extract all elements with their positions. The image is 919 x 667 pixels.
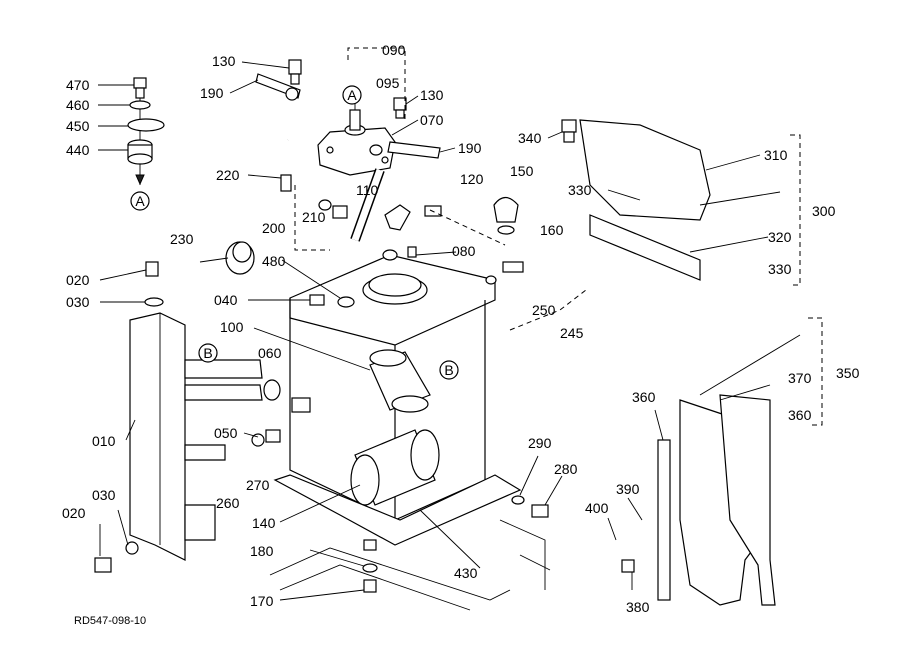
vacuator-cap [493,196,519,235]
svg-text:B: B [203,345,212,361]
callout-060: 060 [258,345,282,361]
air-cleaner-head [255,47,506,251]
callout-480: 480 [262,253,286,269]
callout-450: 450 [66,118,90,134]
callout-140: 140 [252,515,276,531]
air-cleaner-box [269,246,587,611]
cover-350 [621,317,823,606]
callout-360b: 360 [632,389,656,405]
callout-360a: 360 [788,407,812,423]
callout-030a: 030 [66,294,90,310]
callout-390: 390 [616,481,640,497]
plug-230 [225,241,255,275]
filter-140 [350,429,440,506]
callout-190a: 190 [200,85,224,101]
callout-160: 160 [540,222,564,238]
svg-text:A: A [135,193,145,209]
callout-260: 260 [216,495,240,511]
callout-440: 440 [66,142,90,158]
callout-100: 100 [220,319,244,335]
callout-430: 430 [454,565,478,581]
callout-120: 120 [460,171,484,187]
callout-290: 290 [528,435,552,451]
callout-220: 220 [216,167,240,183]
callout-250: 250 [532,302,556,318]
callout-350: 350 [836,365,860,381]
callout-080: 080 [452,243,476,259]
callout-230: 230 [170,231,194,247]
callout-150: 150 [510,163,534,179]
callout-090: 090 [382,42,406,58]
callout-110: 110 [356,182,379,198]
callout-400: 400 [585,500,609,516]
callout-380: 380 [626,599,650,615]
ref-mark-a-top: A [342,85,362,105]
callout-labels: 470 460 450 440 130 190 090 095 130 070 … [62,42,860,615]
callout-330b: 330 [768,261,792,277]
callout-320: 320 [768,229,792,245]
ref-mark-b-left: B [198,343,218,363]
callout-040: 040 [214,292,238,308]
svg-text:B: B [444,362,453,378]
cover-300 [561,119,801,286]
ref-mark-b-right: B [439,360,459,380]
callout-300: 300 [812,203,836,219]
callout-200: 200 [262,220,286,236]
callout-180: 180 [250,543,274,559]
filter-100 [369,349,431,413]
callout-170: 170 [250,593,274,609]
callout-010: 010 [92,433,116,449]
bracket-010 [94,261,311,573]
pulley-stack [127,77,165,186]
callout-280: 280 [554,461,578,477]
callout-370: 370 [788,370,812,386]
ref-mark-a-bottom: A [130,191,150,211]
callout-470: 470 [66,77,90,93]
callout-330a: 330 [568,182,592,198]
callout-460: 460 [66,97,90,113]
svg-text:A: A [347,87,357,103]
reference-code: RD547-098-10 [74,615,146,627]
callout-030b: 030 [92,487,116,503]
callout-190b: 190 [458,140,482,156]
callout-245: 245 [560,325,584,341]
callout-020b: 020 [62,505,86,521]
callout-020a: 020 [66,272,90,288]
callout-070: 070 [420,112,444,128]
callout-310: 310 [764,147,788,163]
callout-130b: 130 [420,87,444,103]
leader-lines [98,61,801,601]
callout-050: 050 [214,425,238,441]
callout-340: 340 [518,130,542,146]
callout-095: 095 [376,75,400,91]
callout-270: 270 [246,477,270,493]
callout-130a: 130 [212,53,236,69]
callout-210: 210 [302,209,326,225]
